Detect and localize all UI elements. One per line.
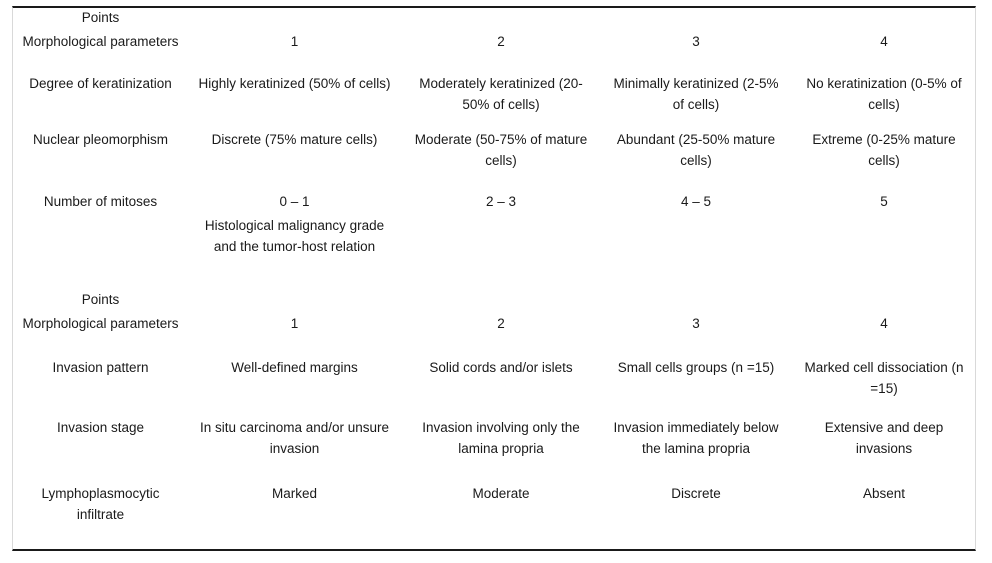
table-row: Invasion pattern Well-defined margins So… (13, 358, 977, 418)
point-value-1: 1 (290, 34, 299, 49)
empty-cell (401, 8, 601, 32)
parameter-label: Number of mitoses (43, 194, 158, 209)
empty-cell (601, 290, 791, 314)
table-row: Points (13, 290, 977, 314)
cell-value: Well-defined margins (231, 360, 358, 375)
cell-value: Moderately keratinized (20-50% of cells) (419, 76, 583, 112)
points-label: Points (81, 292, 120, 307)
empty-cell (401, 216, 601, 290)
table-row: Histological malignancy grade and the tu… (13, 216, 977, 290)
cell-value: Extreme (0-25% mature cells) (812, 132, 956, 168)
cell-value: Abundant (25-50% mature cells) (616, 132, 776, 168)
cell-value: Discrete (75% mature cells) (211, 132, 378, 147)
table-row: Morphological parameters 1 2 3 4 (13, 314, 977, 358)
morphological-parameters-header: Morphological parameters (22, 316, 179, 331)
cell-value: Moderate (50-75% of mature cells) (414, 132, 588, 168)
empty-cell (401, 290, 601, 314)
cell-value: Extensive and deep invasions (824, 420, 944, 456)
cell-value: Invasion involving only the lamina propr… (422, 420, 580, 456)
cell-value: Invasion immediately below the lamina pr… (613, 420, 779, 456)
table-row: Degree of keratinization Highly keratini… (13, 74, 977, 130)
parameter-label: Degree of keratinization (29, 76, 172, 91)
morphological-parameters-header: Morphological parameters (22, 34, 179, 49)
cell-value: 5 (880, 194, 888, 209)
table-row: Lymphoplasmocytic infiltrate Marked Mode… (13, 484, 977, 530)
table-row: Nuclear pleomorphism Discrete (75% matur… (13, 130, 977, 192)
grading-table: Points Morphological parameters 1 2 3 4 … (13, 8, 977, 530)
table-row: Number of mitoses 0 – 1 2 – 3 4 – 5 5 (13, 192, 977, 216)
cell-value: Discrete (671, 486, 721, 501)
parameter-label: Nuclear pleomorphism (32, 132, 169, 147)
point-value-4: 4 (880, 316, 888, 331)
cell-value: 0 – 1 (279, 194, 310, 209)
points-label: Points (81, 10, 120, 25)
cell-value: Moderate (472, 486, 530, 501)
cell-value: 4 – 5 (680, 194, 712, 209)
empty-cell (188, 8, 401, 32)
cell-value: 2 – 3 (485, 194, 517, 209)
empty-cell (791, 290, 977, 314)
empty-cell (188, 290, 401, 314)
empty-cell (601, 216, 791, 290)
cell-value: In situ carcinoma and/or unsure invasion (199, 420, 390, 456)
cell-value: Marked (271, 486, 317, 501)
empty-cell (791, 8, 977, 32)
point-value-2: 2 (497, 34, 505, 49)
point-value-2: 2 (497, 316, 505, 331)
malignancy-grading-table: Points Morphological parameters 1 2 3 4 … (12, 6, 976, 551)
cell-value: Small cells groups (n =15) (617, 360, 775, 375)
point-value-3: 3 (692, 34, 700, 49)
empty-cell (13, 216, 188, 290)
cell-value: Absent (862, 486, 906, 501)
parameter-label: Invasion pattern (52, 360, 149, 375)
cell-value: No keratinization (0-5% of cells) (806, 76, 962, 112)
point-value-4: 4 (880, 34, 888, 49)
empty-cell (601, 8, 791, 32)
parameter-label: Lymphoplasmocytic infiltrate (41, 486, 160, 522)
cell-value: Highly keratinized (50% of cells) (198, 76, 391, 91)
parameter-label: Invasion stage (56, 420, 145, 435)
cell-value: Marked cell dissociation (n =15) (804, 360, 964, 396)
empty-cell (791, 216, 977, 290)
table-row: Invasion stage In situ carcinoma and/or … (13, 418, 977, 484)
cell-value: Minimally keratinized (2-5% of cells) (613, 76, 779, 112)
point-value-3: 3 (692, 316, 700, 331)
table-row: Morphological parameters 1 2 3 4 (13, 32, 977, 74)
table-row: Points (13, 8, 977, 32)
cell-value: Solid cords and/or islets (429, 360, 573, 375)
point-value-1: 1 (290, 316, 299, 331)
section-title: Histological malignancy grade and the tu… (204, 218, 385, 254)
